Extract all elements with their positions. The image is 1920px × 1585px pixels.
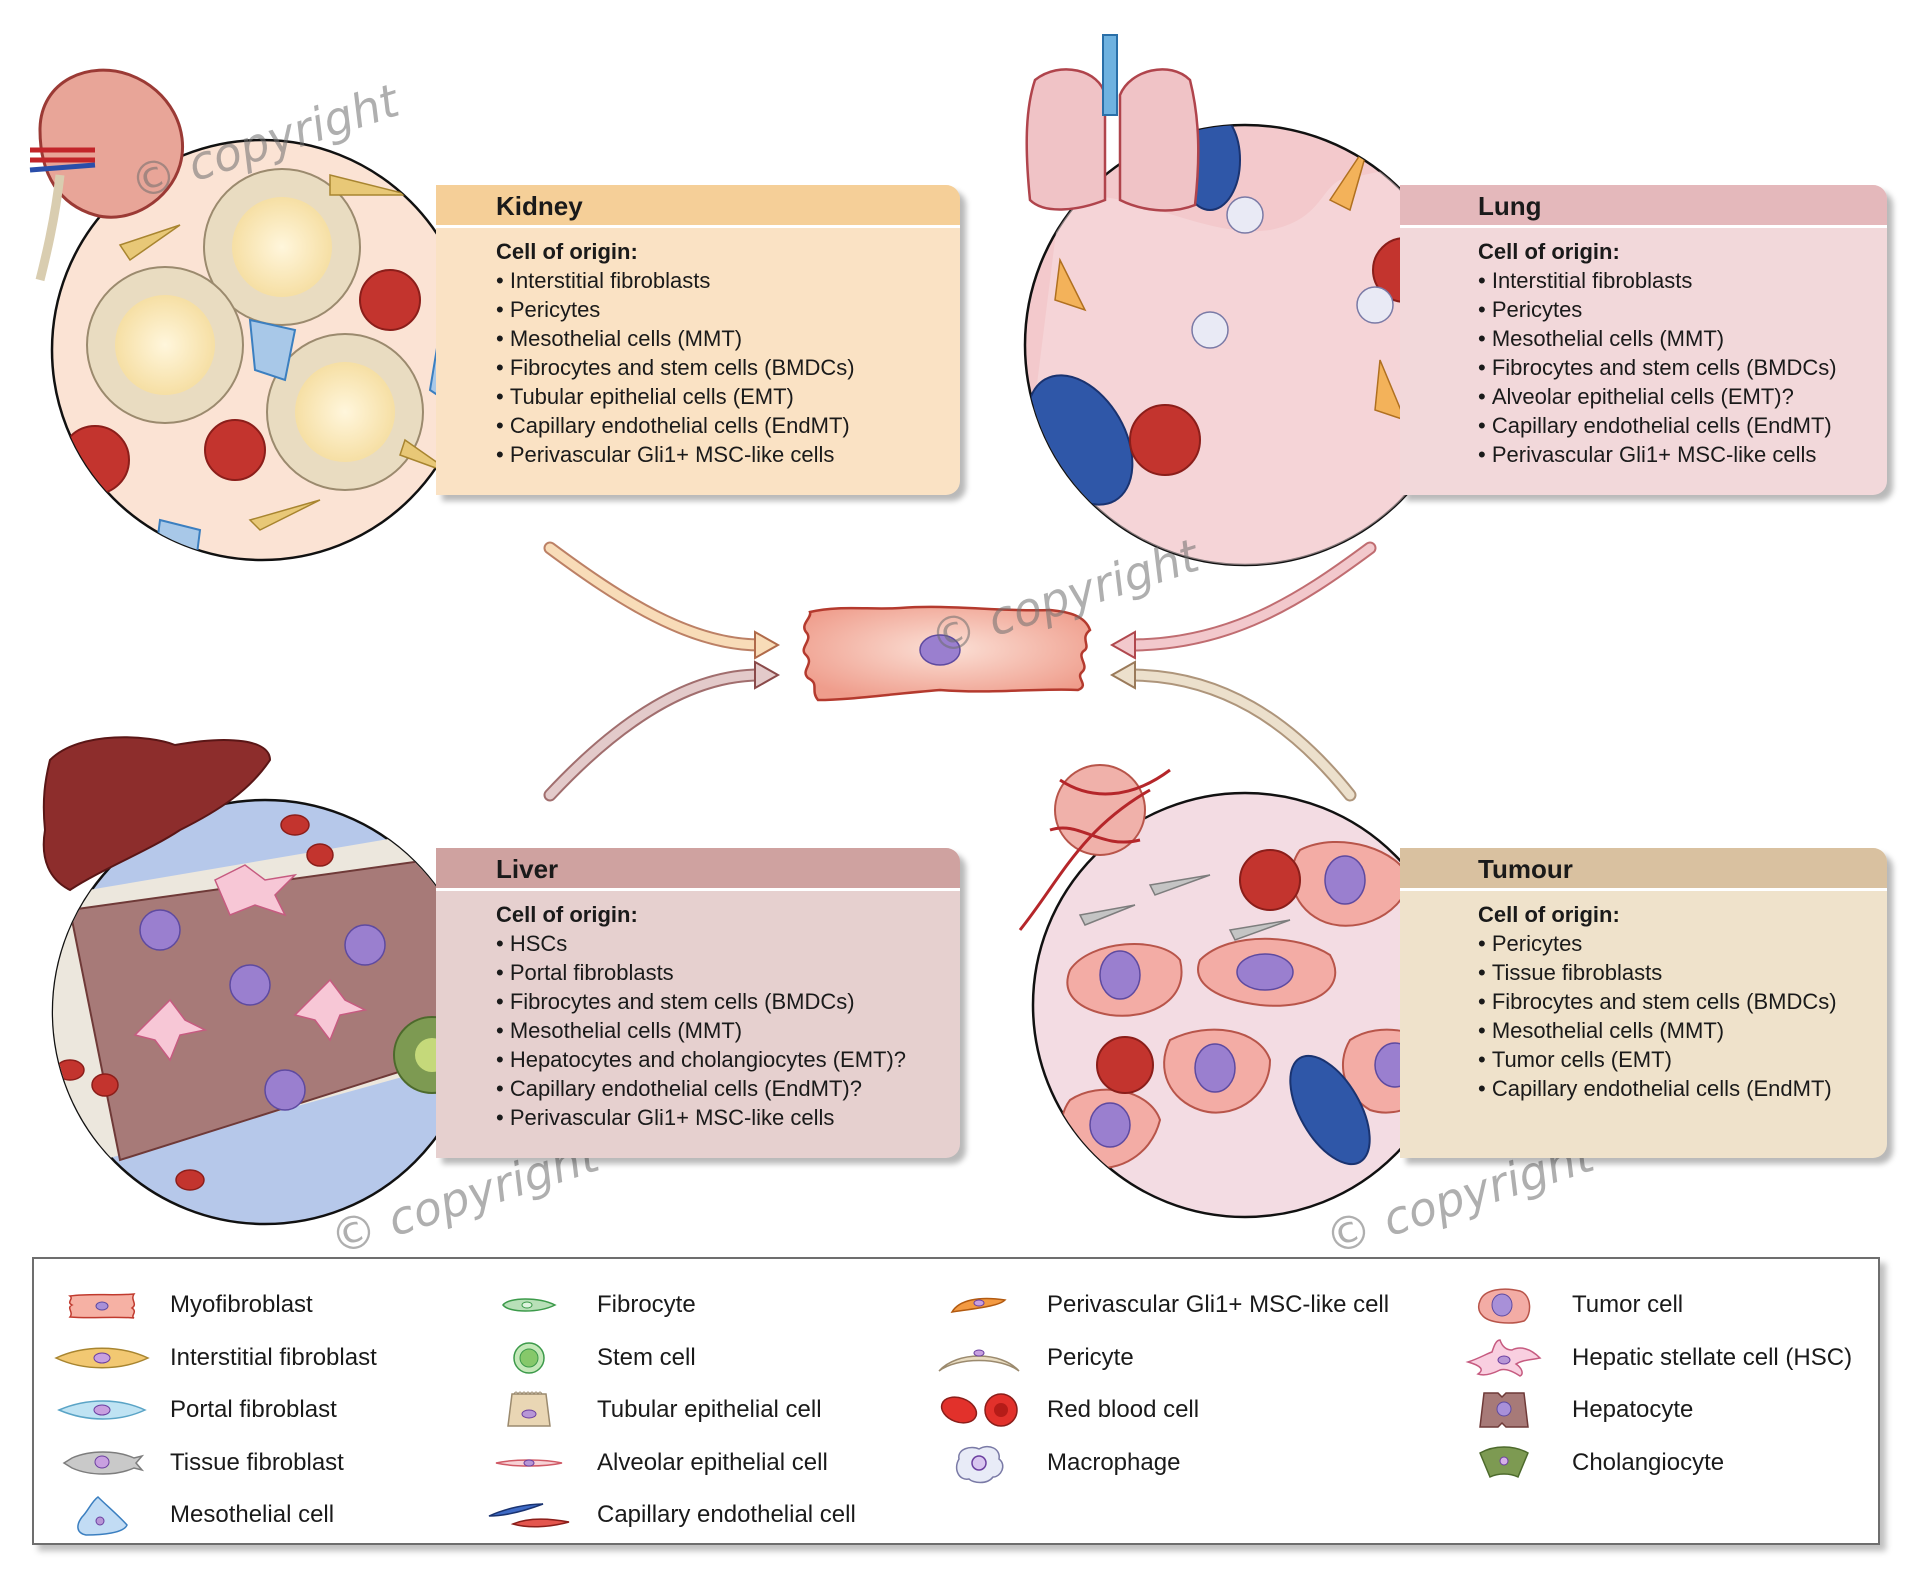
legend-item: Macrophage bbox=[929, 1437, 1389, 1490]
legend-item: Capillary endothelial cell bbox=[479, 1489, 856, 1542]
cholangiocyte-icon bbox=[1454, 1443, 1554, 1483]
arrow-lung bbox=[1109, 541, 1377, 660]
list-item: HSCs bbox=[496, 929, 960, 958]
portal-fibroblast-icon bbox=[52, 1390, 152, 1430]
hepatocyte-icon bbox=[1454, 1390, 1554, 1430]
nucleus-icon bbox=[919, 634, 961, 666]
tumour-title: Tumour bbox=[1400, 848, 1887, 891]
kidney-subtitle: Cell of origin: bbox=[496, 239, 638, 264]
kidney-info-box: Kidney Cell of origin: Interstitial fibr… bbox=[436, 185, 960, 495]
arrow-kidney bbox=[543, 541, 781, 660]
legend-item: Tumor cell bbox=[1454, 1279, 1852, 1332]
list-item: Capillary endothelial cells (EndMT) bbox=[1478, 411, 1887, 440]
tumor-cell-icon bbox=[1454, 1285, 1554, 1325]
legend-item: Tubular epithelial cell bbox=[479, 1384, 856, 1437]
tumour-mass-icon bbox=[1018, 764, 1171, 931]
list-item: Perivascular Gli1+ MSC-like cells bbox=[1478, 440, 1887, 469]
legend-item: Perivascular Gli1+ MSC-like cell bbox=[929, 1279, 1389, 1332]
kidney-title: Kidney bbox=[436, 185, 960, 228]
list-item: Capillary endothelial cells (EndMT) bbox=[496, 411, 960, 440]
legend-item: Red blood cell bbox=[929, 1384, 1389, 1437]
legend-column-1: Myofibroblast Interstitial fibroblast Po… bbox=[52, 1279, 377, 1542]
lung-cell-list: Interstitial fibroblasts Pericytes Mesot… bbox=[1478, 266, 1887, 469]
list-item: Fibrocytes and stem cells (BMDCs) bbox=[496, 353, 960, 382]
list-item: Portal fibroblasts bbox=[496, 958, 960, 987]
liver-circle bbox=[42, 736, 479, 1226]
lung-title: Lung bbox=[1400, 185, 1887, 228]
lung-info-box: Lung Cell of origin: Interstitial fibrob… bbox=[1400, 185, 1887, 495]
legend-item: Interstitial fibroblast bbox=[52, 1332, 377, 1385]
legend-item: Portal fibroblast bbox=[52, 1384, 377, 1437]
tubular-epithelial-cell-icon bbox=[479, 1390, 579, 1430]
legend-item: Alveolar epithelial cell bbox=[479, 1437, 856, 1490]
macrophage-icon bbox=[929, 1443, 1029, 1483]
arrow-tumour bbox=[1109, 660, 1357, 802]
pericyte-icon bbox=[929, 1338, 1029, 1378]
interstitial-fibroblast-icon bbox=[52, 1338, 152, 1378]
fibrocyte-icon bbox=[479, 1285, 579, 1325]
myofibroblast-icon bbox=[52, 1285, 152, 1325]
liver-organ-icon bbox=[42, 736, 272, 892]
tumour-cell-list: Pericytes Tissue fibroblasts Fibrocytes … bbox=[1478, 929, 1887, 1103]
hepatic-stellate-cell-icon bbox=[1454, 1338, 1554, 1378]
liver-cell-list: HSCs Portal fibroblasts Fibrocytes and s… bbox=[496, 929, 960, 1132]
capillary-endothelial-cell-icon bbox=[479, 1495, 579, 1535]
liver-subtitle: Cell of origin: bbox=[496, 902, 638, 927]
legend-item: Mesothelial cell bbox=[52, 1489, 377, 1542]
list-item: Interstitial fibroblasts bbox=[496, 266, 960, 295]
list-item: Tubular epithelial cells (EMT) bbox=[496, 382, 960, 411]
legend-item: Pericyte bbox=[929, 1332, 1389, 1385]
list-item: Perivascular Gli1+ MSC-like cells bbox=[496, 440, 960, 469]
list-item: Hepatocytes and cholangiocytes (EMT)? bbox=[496, 1045, 960, 1074]
alveolar-epithelial-cell-icon bbox=[479, 1443, 579, 1483]
list-item: Tissue fibroblasts bbox=[1478, 958, 1887, 987]
tissue-fibroblast-icon bbox=[52, 1443, 152, 1483]
stem-cell-icon bbox=[479, 1338, 579, 1378]
tumour-info-box: Tumour Cell of origin: Pericytes Tissue … bbox=[1400, 848, 1887, 1158]
legend-column-2: Fibrocyte Stem cell Tubular epithelial c… bbox=[479, 1279, 856, 1542]
list-item: Interstitial fibroblasts bbox=[1478, 266, 1887, 295]
list-item: Mesothelial cells (MMT) bbox=[496, 1016, 960, 1045]
list-item: Perivascular Gli1+ MSC-like cells bbox=[496, 1103, 960, 1132]
list-item: Mesothelial cells (MMT) bbox=[1478, 324, 1887, 353]
arrow-liver bbox=[543, 660, 781, 802]
liver-info-box: Liver Cell of origin: HSCs Portal fibrob… bbox=[436, 848, 960, 1158]
list-item: Tumor cells (EMT) bbox=[1478, 1045, 1887, 1074]
list-item: Capillary endothelial cells (EndMT)? bbox=[496, 1074, 960, 1103]
legend-item: Cholangiocyte bbox=[1454, 1437, 1852, 1490]
list-item: Mesothelial cells (MMT) bbox=[1478, 1016, 1887, 1045]
list-item: Mesothelial cells (MMT) bbox=[496, 324, 960, 353]
liver-title: Liver bbox=[436, 848, 960, 891]
perivascular-msc-icon bbox=[929, 1285, 1029, 1325]
tumour-circle bbox=[1018, 764, 1459, 1219]
legend-item: Hepatocyte bbox=[1454, 1384, 1852, 1437]
legend-item: Stem cell bbox=[479, 1332, 856, 1385]
list-item: Alveolar epithelial cells (EMT)? bbox=[1478, 382, 1887, 411]
list-item: Pericytes bbox=[496, 295, 960, 324]
list-item: Pericytes bbox=[1478, 929, 1887, 958]
red-blood-cell-icon bbox=[929, 1390, 1029, 1430]
kidney-circle bbox=[29, 68, 474, 562]
legend-column-4: Tumor cell Hepatic stellate cell (HSC) H… bbox=[1454, 1279, 1852, 1489]
tumour-subtitle: Cell of origin: bbox=[1478, 902, 1620, 927]
list-item: Fibrocytes and stem cells (BMDCs) bbox=[1478, 987, 1887, 1016]
list-item: Fibrocytes and stem cells (BMDCs) bbox=[496, 987, 960, 1016]
legend-item: Tissue fibroblast bbox=[52, 1437, 377, 1490]
legend-item: Fibrocyte bbox=[479, 1279, 856, 1332]
legend: Myofibroblast Interstitial fibroblast Po… bbox=[32, 1257, 1880, 1545]
lung-subtitle: Cell of origin: bbox=[1478, 239, 1620, 264]
myofibroblast-center-cell bbox=[802, 605, 1092, 702]
legend-item: Myofibroblast bbox=[52, 1279, 377, 1332]
kidney-cell-list: Interstitial fibroblasts Pericytes Mesot… bbox=[496, 266, 960, 469]
kidney-organ-icon bbox=[29, 68, 185, 282]
list-item: Capillary endothelial cells (EndMT) bbox=[1478, 1074, 1887, 1103]
list-item: Fibrocytes and stem cells (BMDCs) bbox=[1478, 353, 1887, 382]
legend-item: Hepatic stellate cell (HSC) bbox=[1454, 1332, 1852, 1385]
list-item: Pericytes bbox=[1478, 295, 1887, 324]
legend-column-3: Perivascular Gli1+ MSC-like cell Pericyt… bbox=[929, 1279, 1389, 1489]
lung-organ-icon bbox=[1025, 34, 1200, 212]
mesothelial-cell-icon bbox=[52, 1495, 152, 1537]
lung-circle bbox=[1023, 34, 1467, 567]
